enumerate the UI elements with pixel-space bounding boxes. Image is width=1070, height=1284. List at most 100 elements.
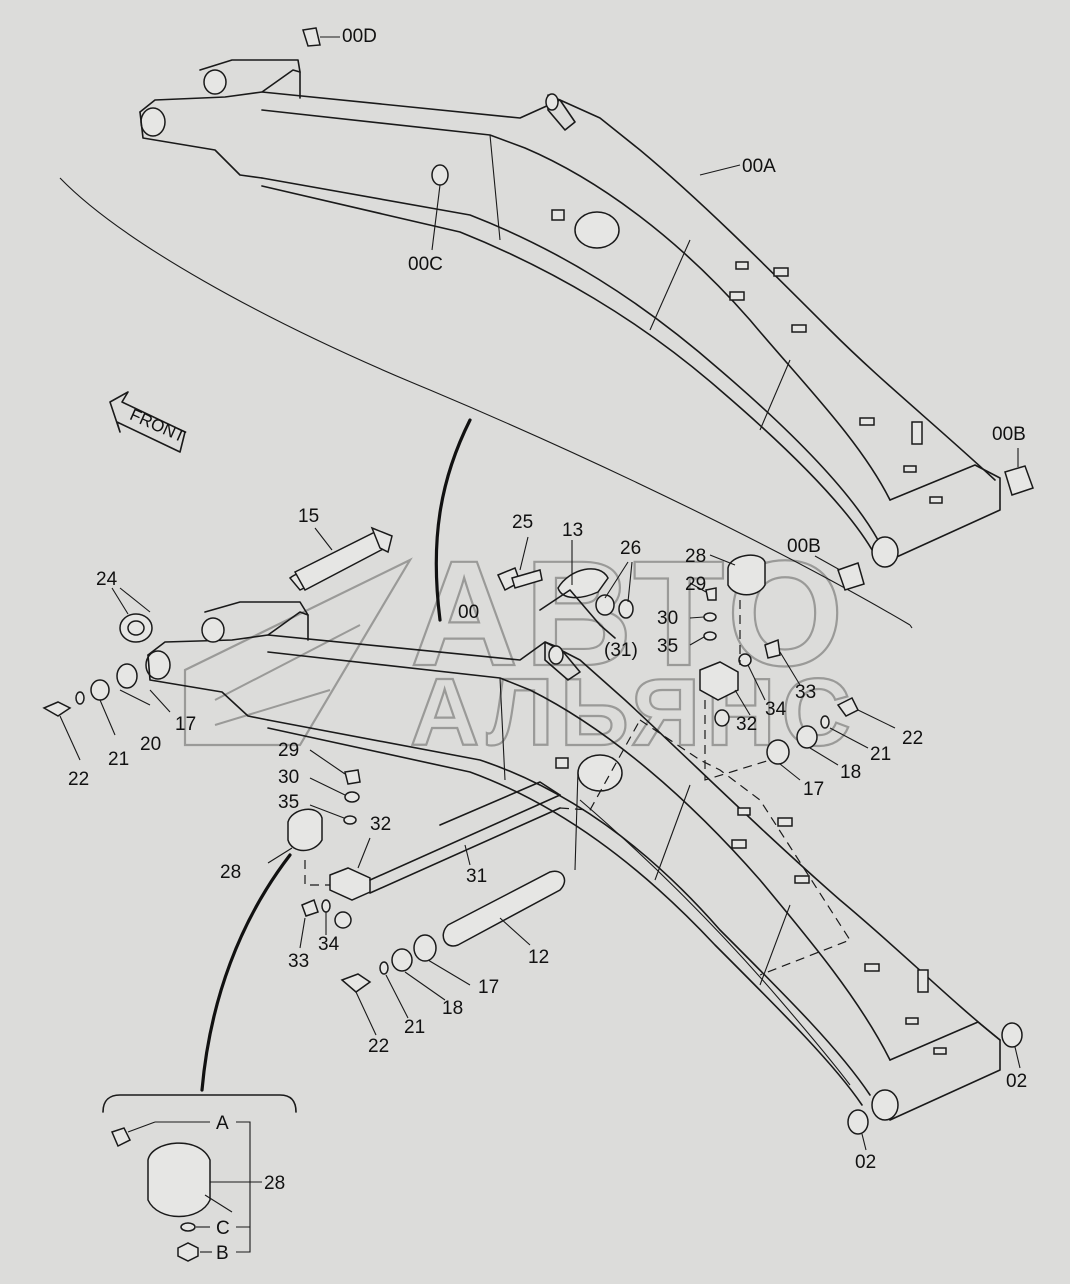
- label-00D: 00D: [342, 26, 377, 47]
- wire-harness: [579, 799, 851, 1086]
- label-18-bottom: 18: [442, 998, 463, 1019]
- lower-boom-lower-edge: [267, 719, 871, 1096]
- top-boom-pad: [551, 209, 565, 221]
- lower-boom-foot-pin-hole: [145, 650, 171, 680]
- detail-part-C: [180, 1222, 196, 1232]
- top-boom-mid-edge: [261, 109, 891, 501]
- part-18-plate-right: [796, 725, 818, 749]
- part-17-washer-right: [766, 739, 790, 765]
- leader-31: [464, 844, 471, 866]
- section-divider-arc: [59, 177, 911, 626]
- label-21-left: 21: [108, 749, 129, 770]
- lower-boom-foot-lower: [147, 654, 269, 721]
- lower-boom-seam: [499, 677, 506, 781]
- leader-02-right: [1014, 1046, 1021, 1069]
- label-B: B: [216, 1243, 229, 1264]
- leader-33-left: [299, 917, 306, 949]
- part-21-plate: [90, 679, 110, 701]
- label-28-right: 28: [685, 546, 706, 567]
- label-12: 12: [528, 947, 549, 968]
- leader-00C: [431, 184, 441, 251]
- leader-35-left: [309, 804, 345, 819]
- part-29-screw: [705, 587, 717, 601]
- leader-28-right: [709, 554, 736, 566]
- part-15-shaft: [293, 531, 387, 592]
- label-34-left: 34: [318, 934, 340, 955]
- leader-18-bottom: [404, 971, 446, 1001]
- lower-boom-seam: [759, 904, 791, 986]
- top-boom-bracket-hole: [545, 93, 559, 111]
- leader-A-curve: [127, 1121, 156, 1133]
- lower-boom-slot: [777, 817, 793, 827]
- label-00B-top: 00B: [992, 424, 1026, 445]
- leader-24: [111, 587, 129, 615]
- leader-28-left: [267, 847, 293, 864]
- label-33-right: 33: [795, 682, 816, 703]
- part-labels: 00D 00A 00C 00B 00B 00 15 24 25 13 26 28…: [68, 26, 1027, 1264]
- leader-17-right: [779, 763, 801, 781]
- lower-boom-lug: [204, 601, 309, 616]
- label-00: 00: [458, 602, 479, 623]
- label-25: 25: [512, 512, 533, 533]
- top-boom-center-boss: [574, 211, 620, 249]
- label-22-right: 22: [902, 728, 923, 749]
- detail-bracket: [236, 1121, 262, 1253]
- lower-boom-center-boss: [577, 754, 623, 792]
- label-31-paren: (31): [604, 640, 638, 661]
- rod-route: [559, 719, 641, 811]
- label-02-right: 02: [1006, 1071, 1027, 1092]
- part-22-bolt-bottom: [340, 973, 372, 993]
- part-00B-top: [1004, 465, 1034, 496]
- part-30-washer-left: [344, 791, 360, 803]
- part-12-pin: [442, 870, 566, 947]
- lamp-wire-stub: [204, 1194, 233, 1213]
- label-17-bottom: 17: [478, 977, 499, 998]
- leader-18-right: [809, 747, 839, 766]
- label-28-detail: 28: [264, 1173, 285, 1194]
- part-24-bushing-bore: [127, 620, 145, 636]
- center-hardware: [496, 536, 634, 639]
- label-29-right: 29: [685, 574, 706, 595]
- label-A: A: [216, 1113, 229, 1134]
- label-17-left: 17: [175, 714, 196, 735]
- front-arrow-icon: [109, 391, 186, 453]
- top-boom-tip-boss: [871, 536, 899, 568]
- label-35-left: 35: [278, 792, 299, 813]
- part-33-bolt: [764, 638, 781, 659]
- lower-boom-pad: [555, 757, 569, 769]
- leader-17-bottom: [427, 959, 471, 986]
- top-boom-parts: [302, 27, 1034, 591]
- label-33-left: 33: [288, 951, 309, 972]
- leader-30-right: [689, 616, 705, 619]
- leader-25: [519, 536, 529, 571]
- part-31-rod: [369, 794, 561, 894]
- label-35-right: 35: [657, 636, 678, 657]
- detail-inset: [102, 1094, 297, 1262]
- lower-boom-lug-hole: [201, 617, 225, 643]
- label-18-right: 18: [840, 762, 861, 783]
- leader-32-right: [734, 689, 751, 716]
- lower-boom-tip: [889, 1021, 1001, 1121]
- top-boom-seam: [649, 239, 691, 331]
- part-00B-mid: [837, 562, 865, 591]
- watermark-logo: [183, 557, 413, 747]
- part-00C-bushing: [431, 164, 449, 186]
- part-29-screw-left: [344, 769, 361, 785]
- label-20: 20: [140, 734, 161, 755]
- top-boom-bottom-edge: [261, 185, 876, 556]
- top-boom-seam: [759, 359, 791, 431]
- leader-22-left: [59, 715, 81, 761]
- label-C: C: [216, 1218, 230, 1239]
- part-28-lamp-right: [727, 554, 766, 596]
- top-boom-foot-pin-hole: [140, 107, 166, 137]
- detail-connector-curve: [200, 853, 292, 1092]
- lower-lamp-assembly: [267, 719, 1023, 1151]
- part-21-lockwasher-right: [820, 715, 830, 729]
- part-34-washer-left: [321, 899, 331, 913]
- part-34-washer: [738, 653, 752, 667]
- label-00C: 00C: [408, 254, 443, 275]
- top-boom-upper-edge: [261, 91, 996, 481]
- detail-part-A: [110, 1127, 132, 1148]
